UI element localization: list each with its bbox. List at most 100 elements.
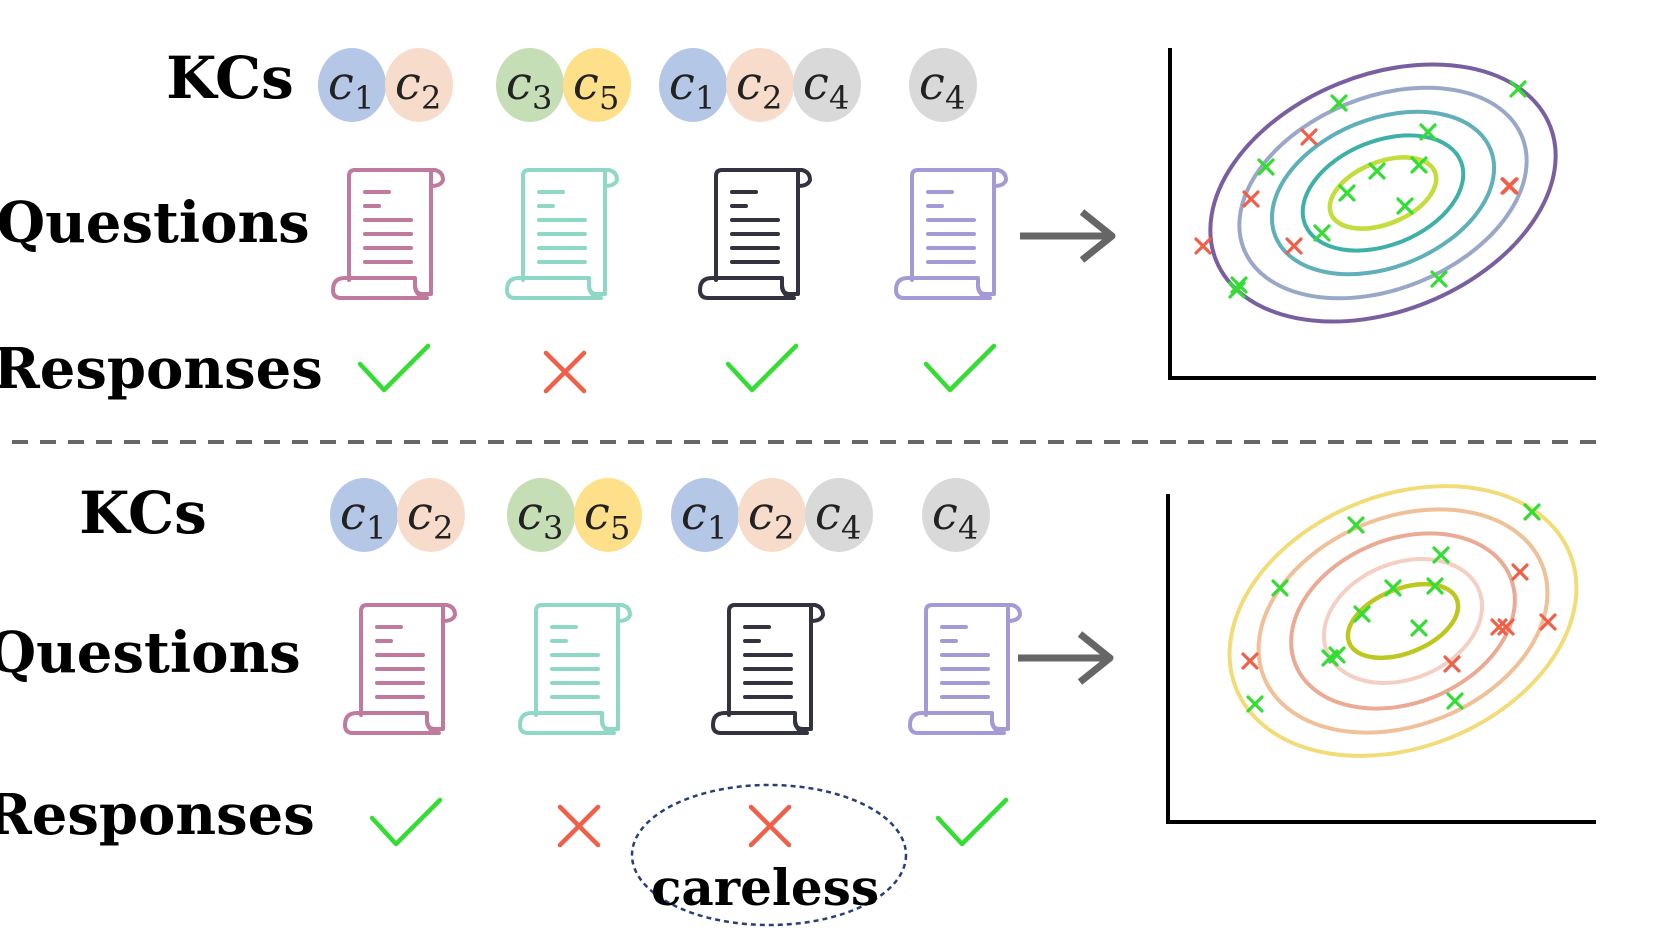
bottom-correct-point	[1426, 577, 1444, 595]
question-3-scroll-icon	[711, 603, 825, 735]
kc-subscript: 2	[762, 79, 782, 117]
bottom-plot-axes	[1166, 494, 1596, 824]
top-wrong-point	[1242, 190, 1260, 208]
kc-subscript: 3	[543, 509, 563, 547]
response-1-correct-check-icon	[357, 343, 431, 393]
bottom-correct-point	[1410, 619, 1428, 637]
bottom-wrong-point	[1241, 652, 1259, 670]
top-question-row	[331, 168, 1008, 300]
response-3-correct-check-icon	[725, 343, 799, 393]
bottom-question-row	[343, 603, 1022, 735]
response-1-correct-check-icon	[369, 797, 443, 847]
question-1-scroll-icon	[331, 168, 445, 300]
top-contour-3	[1269, 109, 1497, 277]
top-wrong-point	[1300, 128, 1318, 146]
top-contour-4	[1300, 133, 1466, 253]
bottom-distribution-plot	[1166, 484, 1596, 824]
top-distribution-plot	[1168, 48, 1596, 380]
kc-label: c	[328, 56, 354, 110]
careless-label: careless	[651, 858, 879, 917]
kc-label: c	[736, 56, 762, 110]
bottom-correct-point	[1523, 503, 1541, 521]
top-plot-axes	[1168, 48, 1596, 380]
bottom-responses-label: Responses	[0, 782, 315, 848]
kc-subscript: 5	[610, 509, 630, 547]
kc-subscript: 2	[421, 79, 441, 117]
bottom-correct-point	[1347, 516, 1365, 534]
bottom-correct-point	[1446, 692, 1464, 710]
kc-subscript: 4	[945, 79, 965, 117]
top-correct-point	[1230, 276, 1248, 294]
kc-subscript: 3	[532, 79, 552, 117]
top-contour-1	[1208, 62, 1558, 324]
bottom-wrong-point	[1497, 618, 1515, 636]
kc-subscript: 4	[958, 509, 978, 547]
response-2-wrong-cross-icon	[543, 350, 587, 394]
kc-subscript: 2	[433, 509, 453, 547]
kc-label: c	[815, 486, 841, 540]
top-correct-point	[1368, 162, 1386, 180]
question-4-scroll-icon	[894, 168, 1008, 300]
bottom-correct-point	[1353, 605, 1371, 623]
top-correct-point	[1257, 158, 1275, 176]
response-4-correct-check-icon	[923, 343, 997, 393]
top-correct-point	[1396, 197, 1414, 215]
kc-subscript: 1	[695, 79, 715, 117]
bottom-questions-label: Questions	[0, 620, 301, 686]
bottom-response-row	[369, 797, 1009, 848]
kc-subscript: 4	[841, 509, 861, 547]
response-2-wrong-cross-icon	[557, 804, 601, 848]
kc-subscript: 1	[707, 509, 727, 547]
top-correct-point	[1430, 270, 1448, 288]
kc-label: c	[340, 486, 366, 540]
question-2-scroll-icon	[518, 603, 632, 735]
kc-label: c	[919, 56, 945, 110]
question-4-scroll-icon	[908, 603, 1022, 735]
kc-label: c	[669, 56, 695, 110]
bottom-contour-3	[1289, 531, 1517, 711]
top-wrong-point	[1500, 177, 1518, 195]
top-correct-point	[1419, 123, 1437, 141]
kc-subscript: 2	[774, 509, 794, 547]
kc-label: c	[748, 486, 774, 540]
kc-label: c	[584, 486, 610, 540]
kc-label: c	[517, 486, 543, 540]
bottom-correct-point	[1271, 579, 1289, 597]
careless-highlight-ellipse	[630, 783, 908, 927]
top-correct-point	[1509, 80, 1527, 98]
top-correct-point	[1228, 281, 1246, 299]
top-questions-label: Questions	[0, 190, 310, 256]
top-correct-point	[1330, 94, 1348, 112]
bottom-wrong-point	[1443, 655, 1461, 673]
kc-label: c	[506, 56, 532, 110]
kc-label: c	[803, 56, 829, 110]
bottom-correct-point	[1246, 695, 1264, 713]
bottom-contour-4	[1321, 557, 1485, 685]
kc-subscript: 1	[354, 79, 374, 117]
bottom-correct-point	[1384, 579, 1402, 597]
kc-label: c	[681, 486, 707, 540]
response-3-wrong-cross-icon	[748, 804, 792, 848]
bottom-correct-point	[1432, 546, 1450, 564]
top-correct-point	[1410, 156, 1428, 174]
kc-label: c	[932, 486, 958, 540]
top-response-row	[357, 343, 997, 394]
bottom-kcs-label: KCs	[79, 479, 207, 547]
bottom-arrow-icon	[1018, 631, 1114, 685]
bottom-contour-2	[1256, 507, 1550, 735]
bottom-contour-1	[1227, 484, 1579, 758]
